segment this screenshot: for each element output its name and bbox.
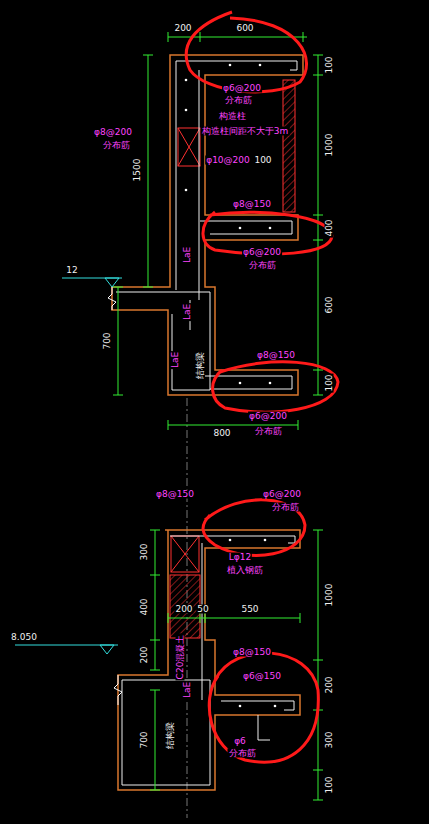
rebar-note: 分布筋 <box>254 427 283 436</box>
dimension-label: 100 <box>325 775 334 794</box>
rebar-note: φ6 <box>233 737 247 746</box>
dimension-label: 600 <box>235 24 254 33</box>
dimension-label: 300 <box>325 730 334 749</box>
rebar-note: φ6@150 <box>242 672 282 681</box>
dimension-label: 结构梁 <box>166 721 175 750</box>
rebar-note: φ8@150 <box>256 351 296 360</box>
rebar-note: φ8@150 <box>232 648 272 657</box>
dimension-label: 100 <box>253 156 272 165</box>
rebar-note: 构造柱间距不大于3m <box>201 127 290 136</box>
dimension-label: 200 <box>174 605 193 614</box>
dimension-label: 600 <box>325 295 334 314</box>
dimension-label: 50 <box>196 605 209 614</box>
rebar-note: Lφ12 <box>228 553 252 562</box>
dimension-label: 800 <box>212 429 231 438</box>
dimension-label: 200 <box>325 675 334 694</box>
rebar-note: φ8@150 <box>232 200 272 209</box>
rebar-note: 分布筋 <box>228 749 257 758</box>
dimension-label: 400 <box>140 597 149 616</box>
rebar-note: φ6@200 <box>248 412 288 421</box>
rebar-note: C20混凝土 <box>176 634 185 681</box>
dimension-label: 700 <box>140 730 149 749</box>
dimension-label: 1000 <box>325 133 334 158</box>
dimension-label: 100 <box>325 373 334 392</box>
rebar-note: LaE <box>183 246 192 264</box>
rebar-note: 分布筋 <box>224 96 253 105</box>
markup-circle <box>186 12 338 762</box>
rebar-note: LaE <box>183 681 192 699</box>
rebar-note: φ6@200 <box>222 84 262 93</box>
dimension-label: 100 <box>325 55 334 74</box>
rebar-note: 构造柱 <box>218 112 247 121</box>
dimension-label: 550 <box>240 605 259 614</box>
dimension-label: 8.050 <box>10 633 38 642</box>
elevation-marker <box>15 278 122 654</box>
rebar-note: φ6@200 <box>242 248 282 257</box>
rebar-note: φ8@200 <box>93 128 133 137</box>
rebar-note: φ8@150 <box>155 490 195 499</box>
rebar-note: LaE <box>171 351 180 369</box>
dimension-label: 400 <box>325 218 334 237</box>
rebar-note: 分布筋 <box>248 261 277 270</box>
rebar-note: φ10@200 <box>205 156 251 165</box>
dimension-label: 12 <box>65 266 78 275</box>
rebar-note: φ6@200 <box>262 490 302 499</box>
rebar-note: 植入钢筋 <box>226 566 264 575</box>
concrete-outline <box>112 55 303 790</box>
dimension-label: 1000 <box>325 583 334 608</box>
dimension-label: 1500 <box>133 158 142 183</box>
dimension-label: 200 <box>173 24 192 33</box>
dimension-label: 300 <box>140 542 149 561</box>
rebar-dots <box>185 64 277 708</box>
rebar <box>116 61 297 785</box>
rebar-note: 分布筋 <box>271 503 300 512</box>
dimension-label: 700 <box>103 331 112 350</box>
dimension-lines <box>113 32 323 800</box>
rebar-note: 分布筋 <box>102 141 131 150</box>
dimension-label: 结构梁 <box>196 351 205 380</box>
rebar-note: LaE <box>183 303 192 321</box>
dimension-label: 200 <box>140 645 149 664</box>
